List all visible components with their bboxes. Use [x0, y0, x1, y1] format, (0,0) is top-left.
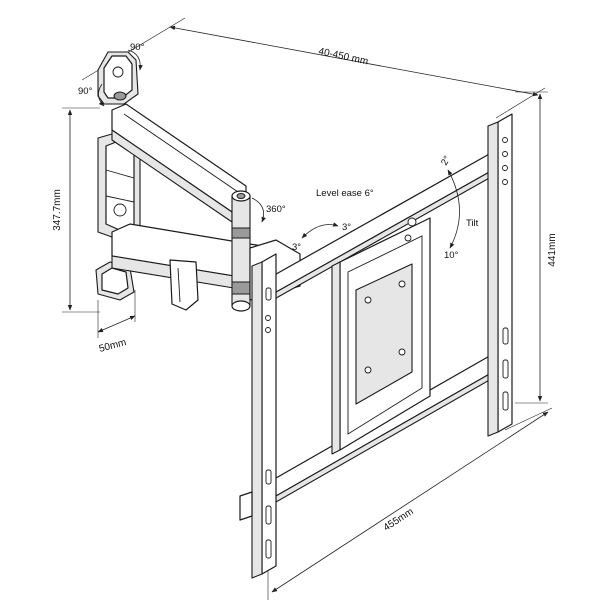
arm-height-label: 347.7mm — [52, 189, 63, 231]
tv-plate — [239, 113, 513, 579]
width-range-dimension — [169, 25, 539, 97]
wall-plate-inner — [105, 141, 135, 233]
rotation-arrows — [98, 49, 460, 249]
right-strap-hole-3 — [502, 165, 508, 171]
vesa-hole-3 — [364, 366, 372, 374]
right-strap-hole-4 — [502, 179, 508, 185]
wall-plate-ribs — [105, 169, 135, 203]
left-strap-hole-1 — [265, 315, 271, 321]
pivot-bolt — [236, 193, 246, 199]
cable-clip — [169, 259, 199, 311]
right-strap-side — [487, 121, 499, 437]
tilt-label: Tilt — [466, 218, 479, 229]
dimension-lines — [62, 17, 553, 600]
vesa-hole-1 — [364, 296, 372, 304]
tilt-down-label: 10° — [444, 250, 459, 261]
tilt-knob-1 — [407, 217, 417, 227]
left-strap-hole-2 — [265, 327, 271, 333]
wall-bracket — [95, 51, 141, 301]
vesa-hole-4 — [398, 348, 406, 356]
left-strap-side — [251, 261, 263, 579]
upper-arm — [111, 103, 247, 223]
labels: 40-450 mm 347.7mm 50mm 441mm 455mm 90° 9… — [52, 42, 558, 534]
right-strap-hole-1 — [502, 137, 508, 143]
wall-plate-hole — [113, 203, 127, 217]
level-ease-arrow — [301, 222, 339, 239]
cable-clip-groove — [177, 267, 181, 303]
tilt-up-label: 2° — [439, 154, 453, 168]
left-strap-hook — [239, 491, 253, 521]
left-vertical-strap — [261, 253, 277, 575]
base-depth-dimension — [97, 315, 136, 333]
ext-line-top-right — [495, 87, 546, 119]
level-right-label: 3° — [342, 222, 351, 233]
plate-width-dimension — [271, 411, 549, 593]
pivot-cap-bottom — [231, 300, 251, 312]
width-range-label: 40-450 mm — [317, 46, 369, 67]
right-strap-slot-2 — [502, 359, 509, 379]
wall-rot-top-arrow — [127, 49, 143, 71]
upper-arm-edge — [123, 113, 239, 193]
left-strap-slot-4 — [265, 539, 272, 559]
wall-rot-side-arrow — [98, 83, 105, 107]
right-strap-slot-1 — [502, 327, 509, 345]
lower-arm — [111, 223, 263, 311]
bottom-foot-face — [101, 267, 129, 295]
wall-rot-side-label: 90° — [78, 86, 93, 97]
left-strap-slot-1 — [265, 287, 272, 301]
level-ease-label: Level ease 6° — [316, 188, 374, 199]
base-depth-label: 50mm — [98, 337, 128, 355]
pivot-band-upper — [231, 227, 251, 239]
wall-rot-top-label: 90° — [130, 42, 145, 53]
center-plate-side — [331, 261, 341, 455]
hinge-bolt — [113, 91, 127, 101]
pivot-band-lower — [231, 281, 251, 295]
plate-width-label: 455mm — [382, 506, 416, 533]
left-strap-slot-2 — [265, 469, 272, 485]
right-strap-hole-2 — [502, 151, 508, 157]
right-strap-slot-3 — [502, 391, 509, 411]
hinge-hole — [112, 66, 124, 78]
center-plate-border — [347, 235, 423, 435]
plate-height-label: 441mm — [547, 233, 558, 266]
vesa-hole-2 — [398, 280, 406, 288]
tilt-arrow — [447, 169, 460, 249]
arm-rot-label: 360° — [266, 204, 286, 215]
right-vertical-strap — [497, 113, 513, 433]
tilt-knob-2 — [404, 234, 412, 242]
level-left-label: 3° — [292, 242, 301, 253]
left-strap-slot-3 — [265, 505, 272, 525]
arm-rot-arrow — [251, 197, 266, 223]
